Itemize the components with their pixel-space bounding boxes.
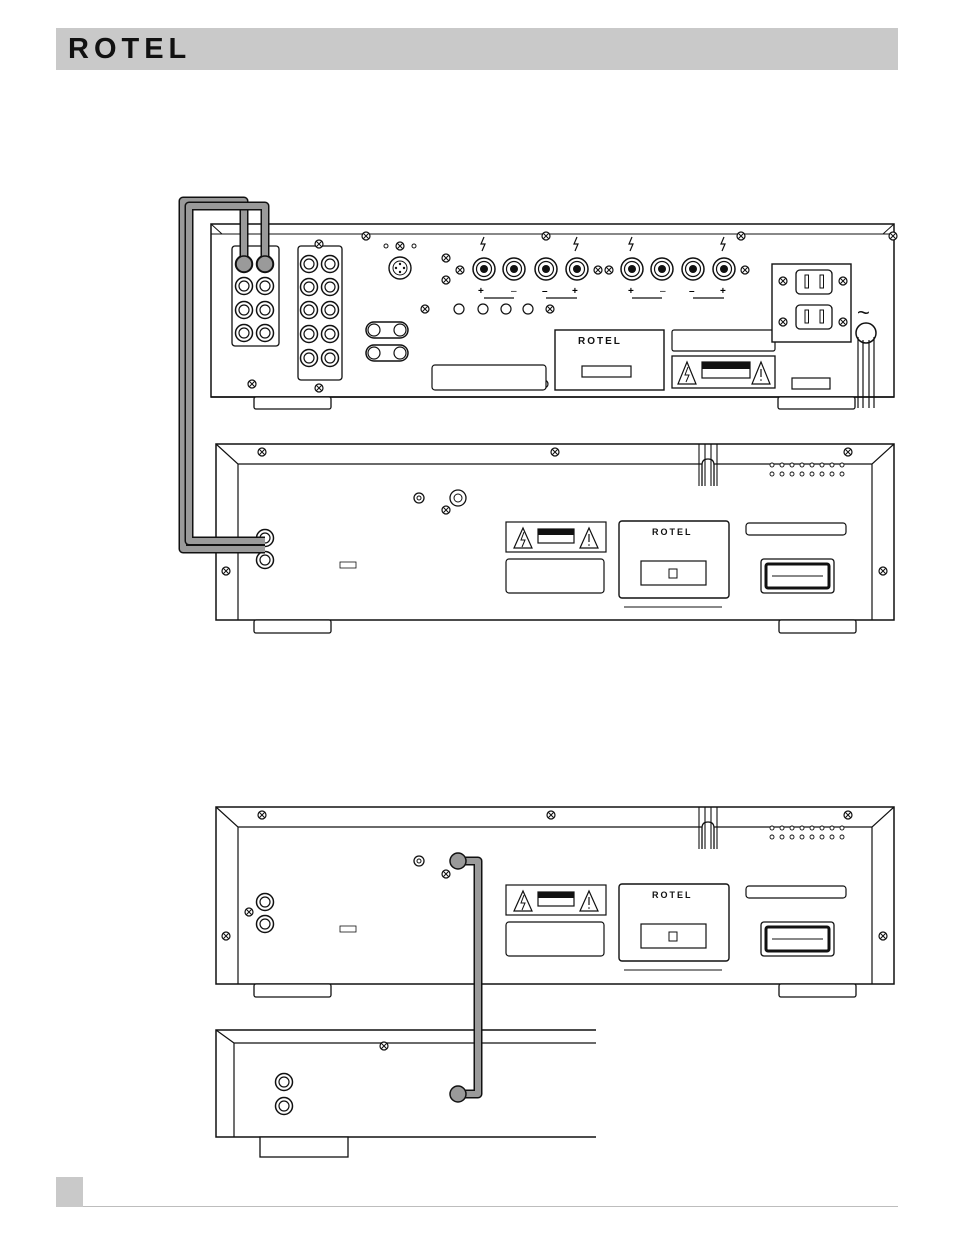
- page-number-tab: [56, 1177, 83, 1207]
- svg-text:+: +: [478, 286, 484, 297]
- svg-text:–: –: [689, 286, 695, 297]
- svg-text:+: +: [572, 286, 578, 297]
- player-top-panel-logo: ROTEL: [652, 527, 693, 537]
- digital-receiver-partial-panel: [216, 1030, 596, 1157]
- svg-text:+: +: [720, 286, 726, 297]
- svg-text:–: –: [660, 286, 666, 297]
- svg-text:–: –: [511, 286, 517, 297]
- footer-rule: [83, 1206, 898, 1207]
- player-bottom-panel-logo: ROTEL: [652, 890, 693, 900]
- amplifier-rear-panel: + – – + + – – + ROTEL: [211, 224, 897, 409]
- power-symbol: ~: [857, 300, 870, 325]
- player-rear-panel-upper: ROTEL: [216, 444, 894, 633]
- svg-text:+: +: [628, 286, 634, 297]
- svg-text:–: –: [542, 286, 548, 297]
- player-rear-panel-lower: ROTEL: [216, 807, 894, 997]
- amplifier-panel-logo: ROTEL: [578, 336, 622, 347]
